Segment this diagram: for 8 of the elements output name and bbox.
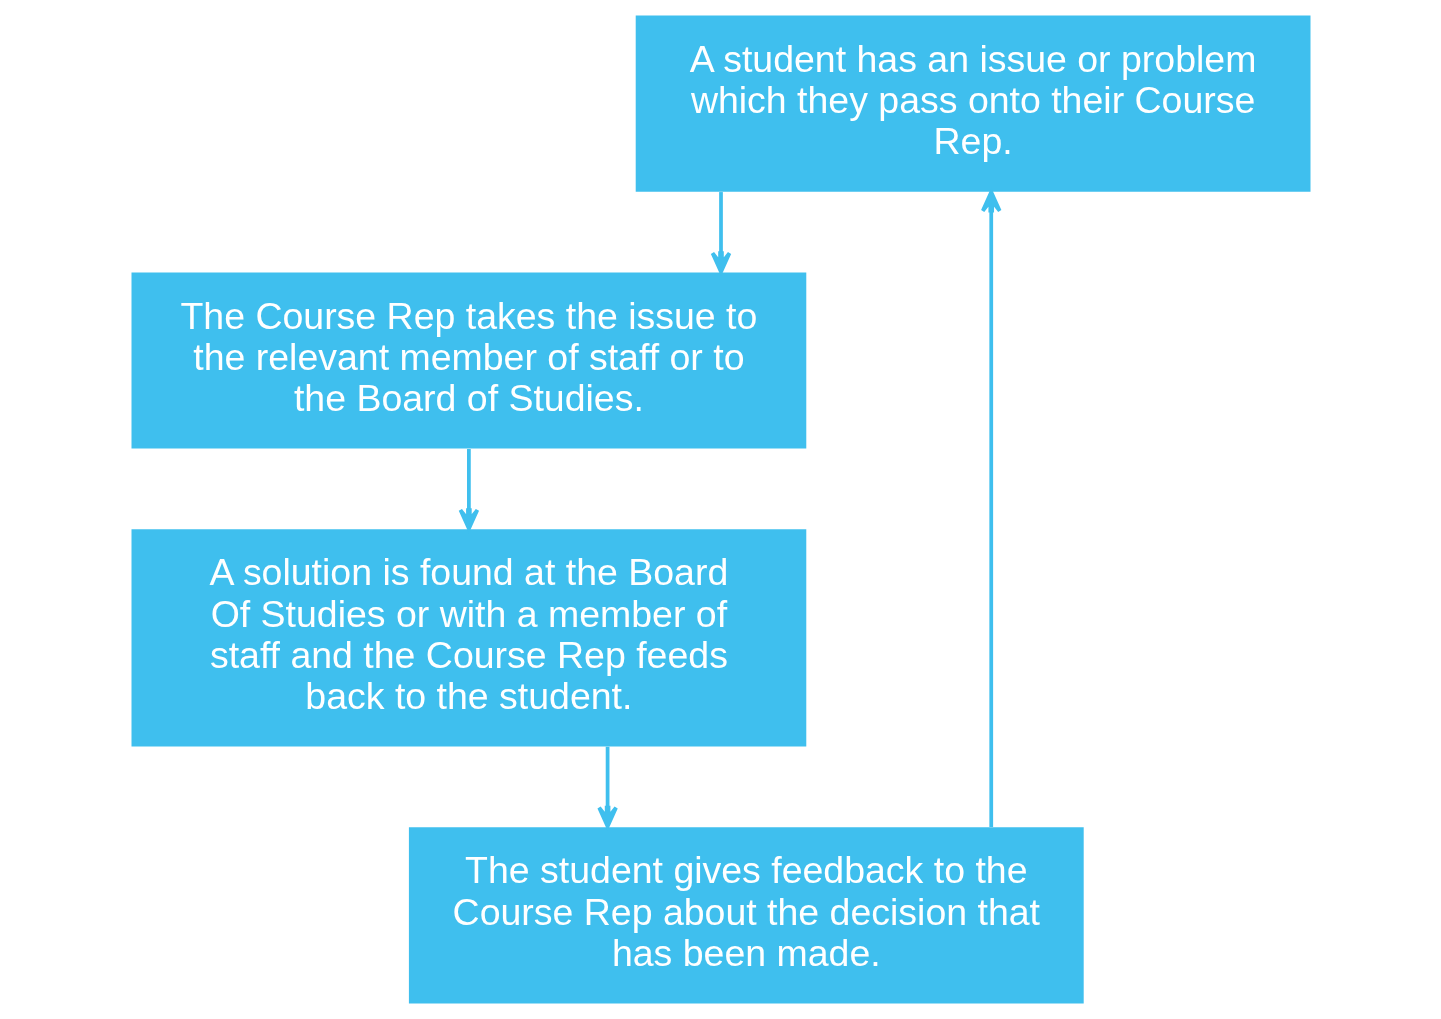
node-box: A solution is found at the Board Of Studies or with a member of staff and the Course Rep feeds back to the student. [131, 529, 806, 747]
arrow [980, 190, 1002, 827]
arrow [710, 192, 731, 274]
node-box: A student has an issue or problem which they pass onto their Course Rep. [635, 15, 1310, 192]
node-box: The Course Rep takes the issue to the relevant member of staff or to the Board of Studies. [131, 272, 806, 449]
arrow [458, 449, 479, 531]
node-box: The student gives feedback to the Course Rep about the decision that has been made. [408, 827, 1084, 1004]
arrow [596, 746, 618, 829]
